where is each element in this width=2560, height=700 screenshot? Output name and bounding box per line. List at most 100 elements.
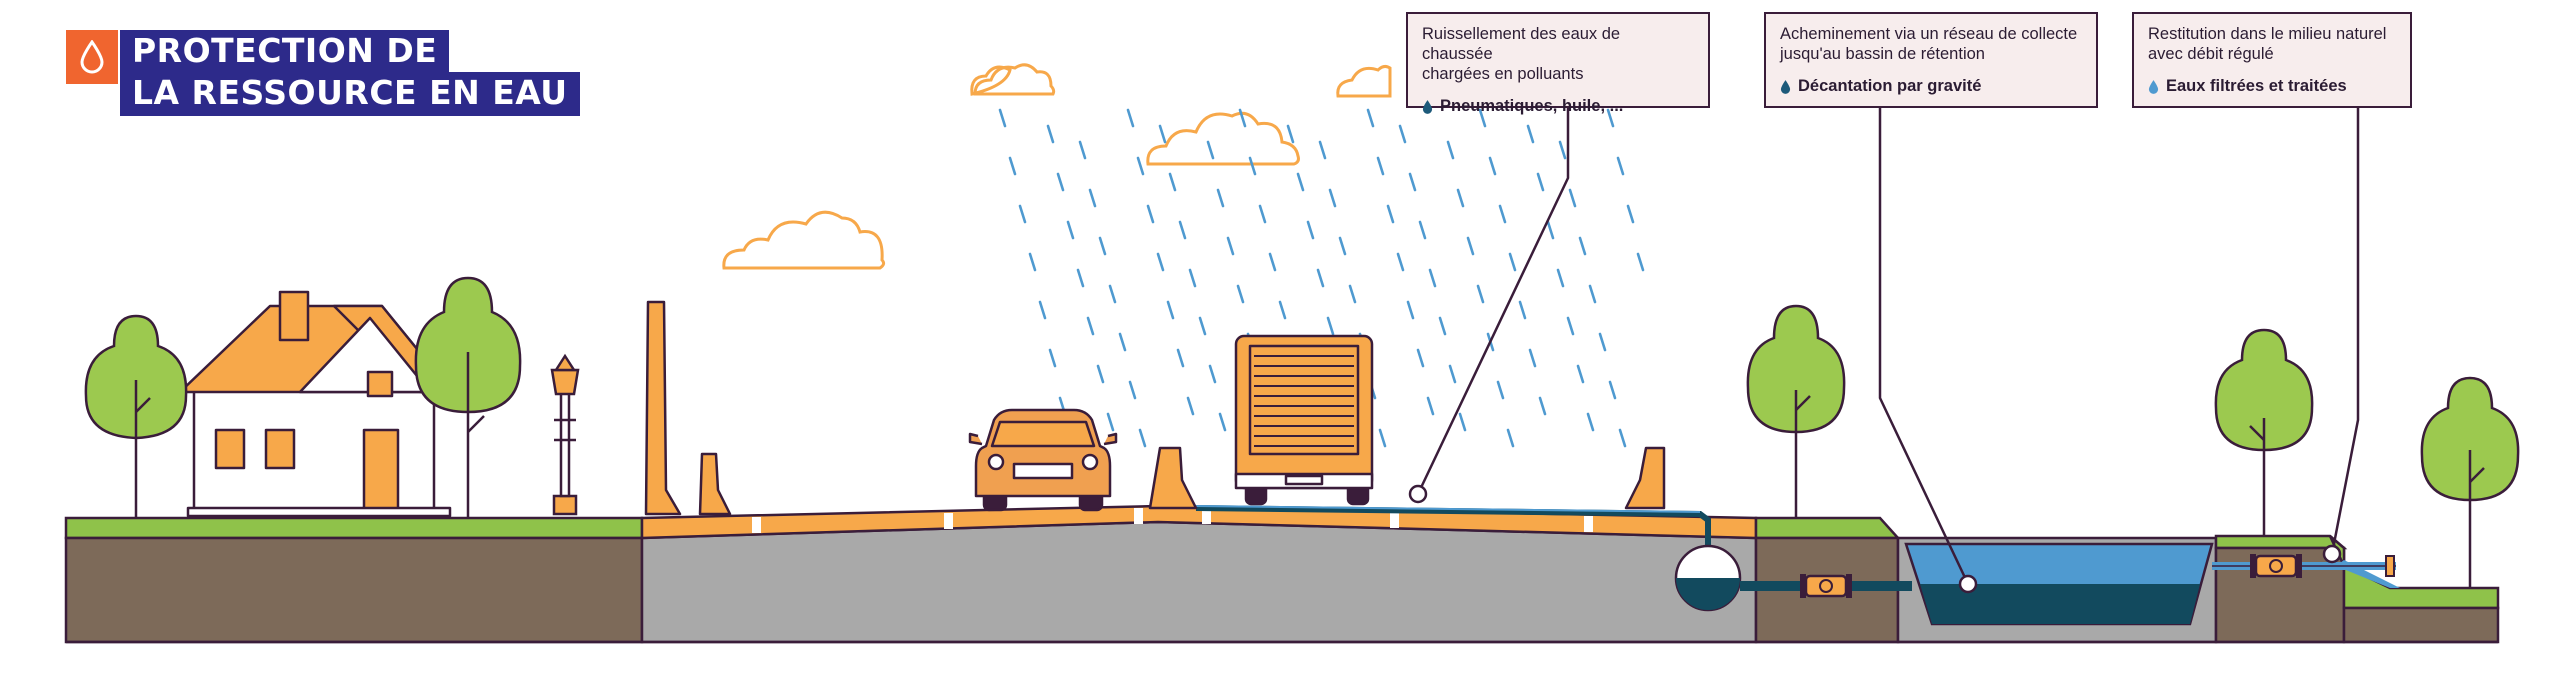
rain-drop xyxy=(1568,188,1577,208)
rain-drop xyxy=(1428,268,1437,288)
rain-drop xyxy=(1236,284,1245,304)
rain-drop xyxy=(1136,156,1145,176)
rain-drop xyxy=(1348,284,1357,304)
rain-drop xyxy=(1618,428,1627,448)
rain-drop xyxy=(1366,108,1375,128)
outlet-valve-icon xyxy=(2250,554,2395,578)
rain-drop xyxy=(1218,412,1227,432)
rain-drop xyxy=(1508,252,1517,272)
rain-drop xyxy=(1018,204,1027,224)
rain-drop xyxy=(1226,236,1235,256)
rain-drop xyxy=(1268,252,1277,272)
rain-drop xyxy=(1258,204,1267,224)
barriers xyxy=(644,300,1666,516)
rain-drop xyxy=(1498,204,1507,224)
callout-heading-line: avec débit régulé xyxy=(2148,45,2274,63)
rain-drop xyxy=(1448,364,1457,384)
rain-drop xyxy=(1338,236,1347,256)
callout-item: Décantation par gravité xyxy=(1798,77,1982,95)
rain-drop xyxy=(1176,348,1185,368)
road-drain-highlight xyxy=(1195,505,1701,513)
rain-drop xyxy=(1038,300,1047,320)
rain-drop xyxy=(1418,220,1427,240)
rain-drop xyxy=(1126,108,1135,128)
car-icon xyxy=(968,408,1118,512)
tree-icon xyxy=(2420,376,2520,588)
rain-drop xyxy=(1008,156,1017,176)
house-icon xyxy=(178,290,454,518)
water-drop-icon xyxy=(2148,79,2159,94)
rain-drop xyxy=(1316,268,1325,288)
road-drain-channel xyxy=(1195,505,1711,554)
grass-bank-right xyxy=(2214,534,2348,550)
tree-icon xyxy=(1746,304,1846,518)
soil-outlet xyxy=(2342,606,2500,644)
rain-drop xyxy=(1106,412,1115,432)
soil-left xyxy=(64,536,644,644)
rain-drop xyxy=(1606,108,1615,128)
rain-drop xyxy=(1506,428,1515,448)
rain-drop xyxy=(1438,316,1447,336)
rain-drop xyxy=(1546,220,1555,240)
rain-drop xyxy=(1528,348,1537,368)
rain-drop xyxy=(1086,316,1095,336)
rain-drop xyxy=(1458,412,1467,432)
outlet-slope xyxy=(2328,535,2500,610)
rain-drop xyxy=(1088,188,1097,208)
rain-drop xyxy=(1286,124,1295,144)
rain-drop xyxy=(1168,172,1177,192)
rain-drop xyxy=(1446,140,1455,160)
rain-drop xyxy=(1608,380,1617,400)
rain-drop xyxy=(1538,396,1547,416)
rain-drop xyxy=(1588,284,1597,304)
rain-drop xyxy=(1576,364,1585,384)
rain-drop xyxy=(1198,316,1207,336)
rain-drop xyxy=(1216,188,1225,208)
rain-drop xyxy=(1326,316,1335,336)
rain-drop xyxy=(1578,236,1587,256)
rain-drop xyxy=(1028,252,1037,272)
rain-drop xyxy=(1518,300,1527,320)
rain-drop xyxy=(1178,220,1187,240)
rain-drop xyxy=(1208,364,1217,384)
callout-leaders xyxy=(1416,108,2360,585)
rain-drop xyxy=(1426,396,1435,416)
rain-drop xyxy=(1248,156,1257,176)
rain-drop xyxy=(1076,268,1085,288)
rain-drop xyxy=(1158,124,1167,144)
callout-heading-line: Ruissellement des eaux de chaussée xyxy=(1422,25,1621,63)
rain-drop xyxy=(1386,204,1395,224)
rain-drop xyxy=(1556,268,1565,288)
callout-item: Pneumatiques, huile, ... xyxy=(1440,97,1624,115)
rain-drop xyxy=(1138,428,1147,448)
rain-drop xyxy=(1378,428,1387,448)
callout-heading-line: Restitution dans le milieu naturel xyxy=(2148,25,2387,43)
rain-drop xyxy=(1188,268,1197,288)
road-base xyxy=(640,520,1758,644)
rain-drop xyxy=(1376,156,1385,176)
rain-drop xyxy=(1128,380,1137,400)
rain-drop xyxy=(998,108,1007,128)
callout-heading-line: Acheminement via un réseau de collecte xyxy=(1780,25,2078,43)
rain-drop xyxy=(1048,348,1057,368)
rain-drop xyxy=(1156,252,1165,272)
rain-drop xyxy=(1478,108,1487,128)
rain-drop xyxy=(1526,124,1535,144)
rain-drop xyxy=(1238,108,1247,128)
rain-drop xyxy=(1056,172,1065,192)
tree-icon xyxy=(414,276,522,518)
rain-drop xyxy=(1536,172,1545,192)
rain-drop xyxy=(1398,124,1407,144)
rain-drop xyxy=(1328,188,1337,208)
rain-drop xyxy=(1396,252,1405,272)
title-line-2: LA RESSOURCE EN EAU xyxy=(120,72,580,116)
callout-collection: Acheminement via un réseau de collecte j… xyxy=(1764,12,2098,108)
rain-drop xyxy=(1096,364,1105,384)
rain-drop xyxy=(1616,156,1625,176)
callout-anchor-points xyxy=(1408,484,2342,594)
rain-drop xyxy=(1166,300,1175,320)
rain-drop xyxy=(1098,236,1107,256)
tree-icon xyxy=(84,314,188,518)
rain-drop xyxy=(1318,140,1327,160)
rain-drop xyxy=(1558,140,1567,160)
